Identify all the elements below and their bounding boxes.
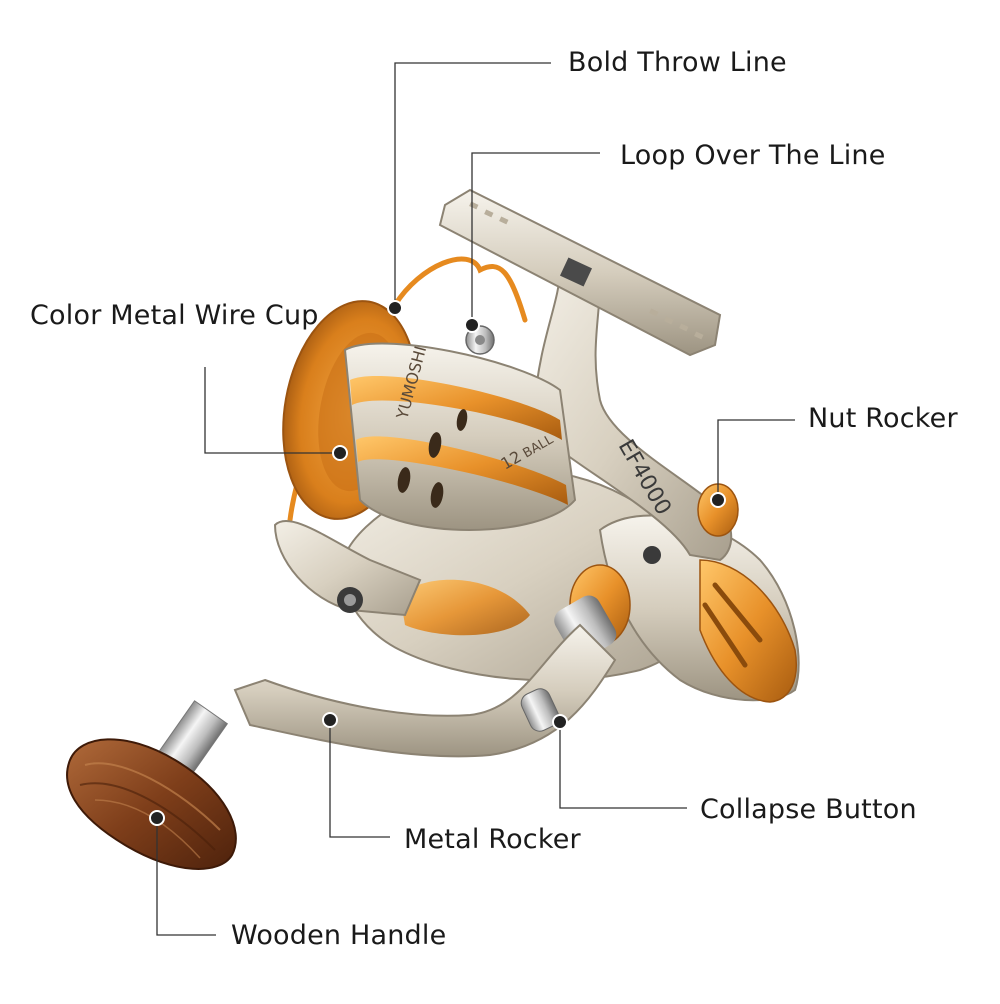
callout-dots [149, 300, 726, 826]
leader-collapse-button [559, 722, 687, 809]
leader-color-metal-wire-cup [204, 367, 340, 454]
label-metal-rocker: Metal Rocker [404, 824, 581, 855]
dot-loop-over-the-line [464, 317, 480, 333]
dot-collapse-button [552, 714, 568, 730]
reel-foot [438, 188, 722, 357]
wooden-handle-knob [66, 738, 237, 870]
label-loop-over-the-line: Loop Over The Line [620, 140, 886, 171]
dot-metal-rocker [322, 712, 338, 728]
label-color-metal-wire-cup: Color Metal Wire Cup [30, 300, 319, 331]
label-bold-throw-line: Bold Throw Line [568, 47, 787, 78]
label-collapse-button: Collapse Button [700, 794, 917, 825]
dot-nut-rocker [710, 492, 726, 508]
line-roller [465, 325, 495, 355]
label-wooden-handle: Wooden Handle [231, 920, 447, 951]
leader-bold-throw-line [394, 62, 551, 308]
dot-bold-throw-line [387, 300, 403, 316]
rotor-arm [273, 519, 661, 617]
leader-loop-over-the-line [471, 152, 600, 325]
leader-nut-rocker [717, 419, 795, 500]
spool: YUMOSHI 12 BALL [343, 342, 577, 531]
dot-color-metal-wire-cup [332, 445, 348, 461]
callout-leader-lines [156, 62, 795, 936]
label-nut-rocker: Nut Rocker [808, 403, 958, 434]
leader-wooden-handle [156, 818, 216, 936]
dot-wooden-handle [149, 810, 165, 826]
leader-metal-rocker [329, 720, 390, 838]
